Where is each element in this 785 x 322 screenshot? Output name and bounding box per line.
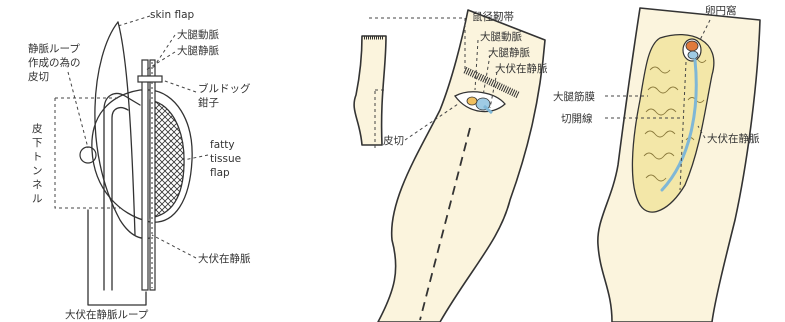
- leader-loop-incision: [67, 71, 89, 149]
- label-skin-flap: skin flap: [150, 9, 195, 21]
- label-loop-incision-3: 皮切: [28, 70, 49, 83]
- leader-fossa: [699, 19, 711, 41]
- label-saphenous-loop: 大伏在静脈ループ: [65, 308, 149, 321]
- fatty-tissue-flap: [149, 99, 185, 219]
- panel-left: skin flap 大腿動脈 大腿静脈 静脈ループ 作成の為の 皮切 ブルドッグ…: [28, 9, 251, 321]
- vein-loop-shape-2: [111, 107, 129, 291]
- skin-flap-shape: [94, 21, 151, 240]
- label-fossa-ovalis: 卵円窩: [705, 4, 737, 17]
- vein-end-r: [687, 50, 699, 60]
- fascia-area: [631, 34, 715, 213]
- label-tunnel-5: ネ: [32, 179, 43, 191]
- label-fatty-2: tissue: [210, 153, 241, 165]
- vein-loop-shape: [103, 92, 141, 291]
- leader-incision-m2: [404, 103, 459, 141]
- label-loop-incision-1: 静脈ループ: [28, 42, 80, 55]
- label-bulldog-clamp-1: ブルドッグ: [198, 82, 251, 95]
- femoral-artery-mid: [466, 96, 478, 106]
- label-tunnel-4: ン: [32, 165, 43, 177]
- label-incision-line: 切開線: [561, 112, 593, 125]
- label-fatty-3: flap: [210, 167, 230, 179]
- bulldog-clamp-icon: [137, 75, 163, 83]
- label-fascia-lata: 大腿筋膜: [553, 90, 595, 103]
- label-skin-incision: 皮切: [383, 134, 404, 147]
- incision-line-mid: [419, 127, 471, 321]
- leader-artery: [152, 34, 176, 69]
- label-saphenous-m: 大伏在静脈: [495, 62, 548, 75]
- label-femoral-vein-l: 大腿静脈: [177, 44, 219, 57]
- label-femoral-vein-m: 大腿静脈: [488, 46, 530, 59]
- label-tunnel-1: 皮: [32, 122, 43, 135]
- leader-clamp: [161, 79, 197, 93]
- leader-saphenous: [151, 234, 197, 259]
- label-bulldog-clamp-2: 鉗子: [198, 96, 219, 109]
- subcutaneous-tunnel: [54, 97, 120, 209]
- leader-inguinal: [369, 17, 466, 70]
- label-femoral-artery-m: 大腿動脈: [480, 30, 522, 43]
- leader-skin-flap: [117, 15, 151, 27]
- label-tunnel-6: ル: [32, 193, 43, 205]
- femoral-vein-vessel: [141, 59, 149, 291]
- label-fatty-1: fatty: [210, 139, 235, 151]
- fascia-texture: [643, 57, 707, 182]
- panel-middle: 鼠径靭帯 大腿動脈 大腿静脈 大伏在静脈 皮切: [353, 9, 548, 322]
- incision-circle: [79, 146, 97, 164]
- label-loop-incision-2: 作成の為の: [28, 56, 81, 69]
- label-tunnel-3: ト: [32, 151, 43, 163]
- leader-vein-m: [482, 54, 491, 97]
- saphenous-vein-r: [660, 58, 698, 192]
- leader-fatty: [183, 154, 209, 161]
- inset-limb: [353, 35, 387, 146]
- label-saphenous-l: 大伏在静脈: [198, 252, 251, 265]
- label-inguinal-ligament: 鼠径靭帯: [472, 10, 514, 23]
- femoral-artery-vessel: [149, 59, 156, 291]
- inguinal-ligament: [463, 66, 520, 99]
- leader-artery-m: [474, 39, 479, 91]
- label-tunnel-2: 下: [32, 137, 43, 149]
- label-femoral-artery-l: 大腿動脈: [177, 28, 219, 41]
- panel-right: 卵円窩 大腿筋膜 切開線 大伏在静脈: [553, 4, 761, 322]
- vein-loop-box: [87, 209, 147, 306]
- label-saphenous-r: 大伏在静脈: [707, 132, 760, 145]
- leader-saph-m: [489, 71, 498, 109]
- artery-end-r: [685, 40, 699, 52]
- saphenous-mid: [483, 104, 493, 115]
- leader-incision-m: [374, 89, 386, 148]
- skin-flap-inner: [117, 21, 136, 236]
- leader-saph-r: [697, 125, 706, 139]
